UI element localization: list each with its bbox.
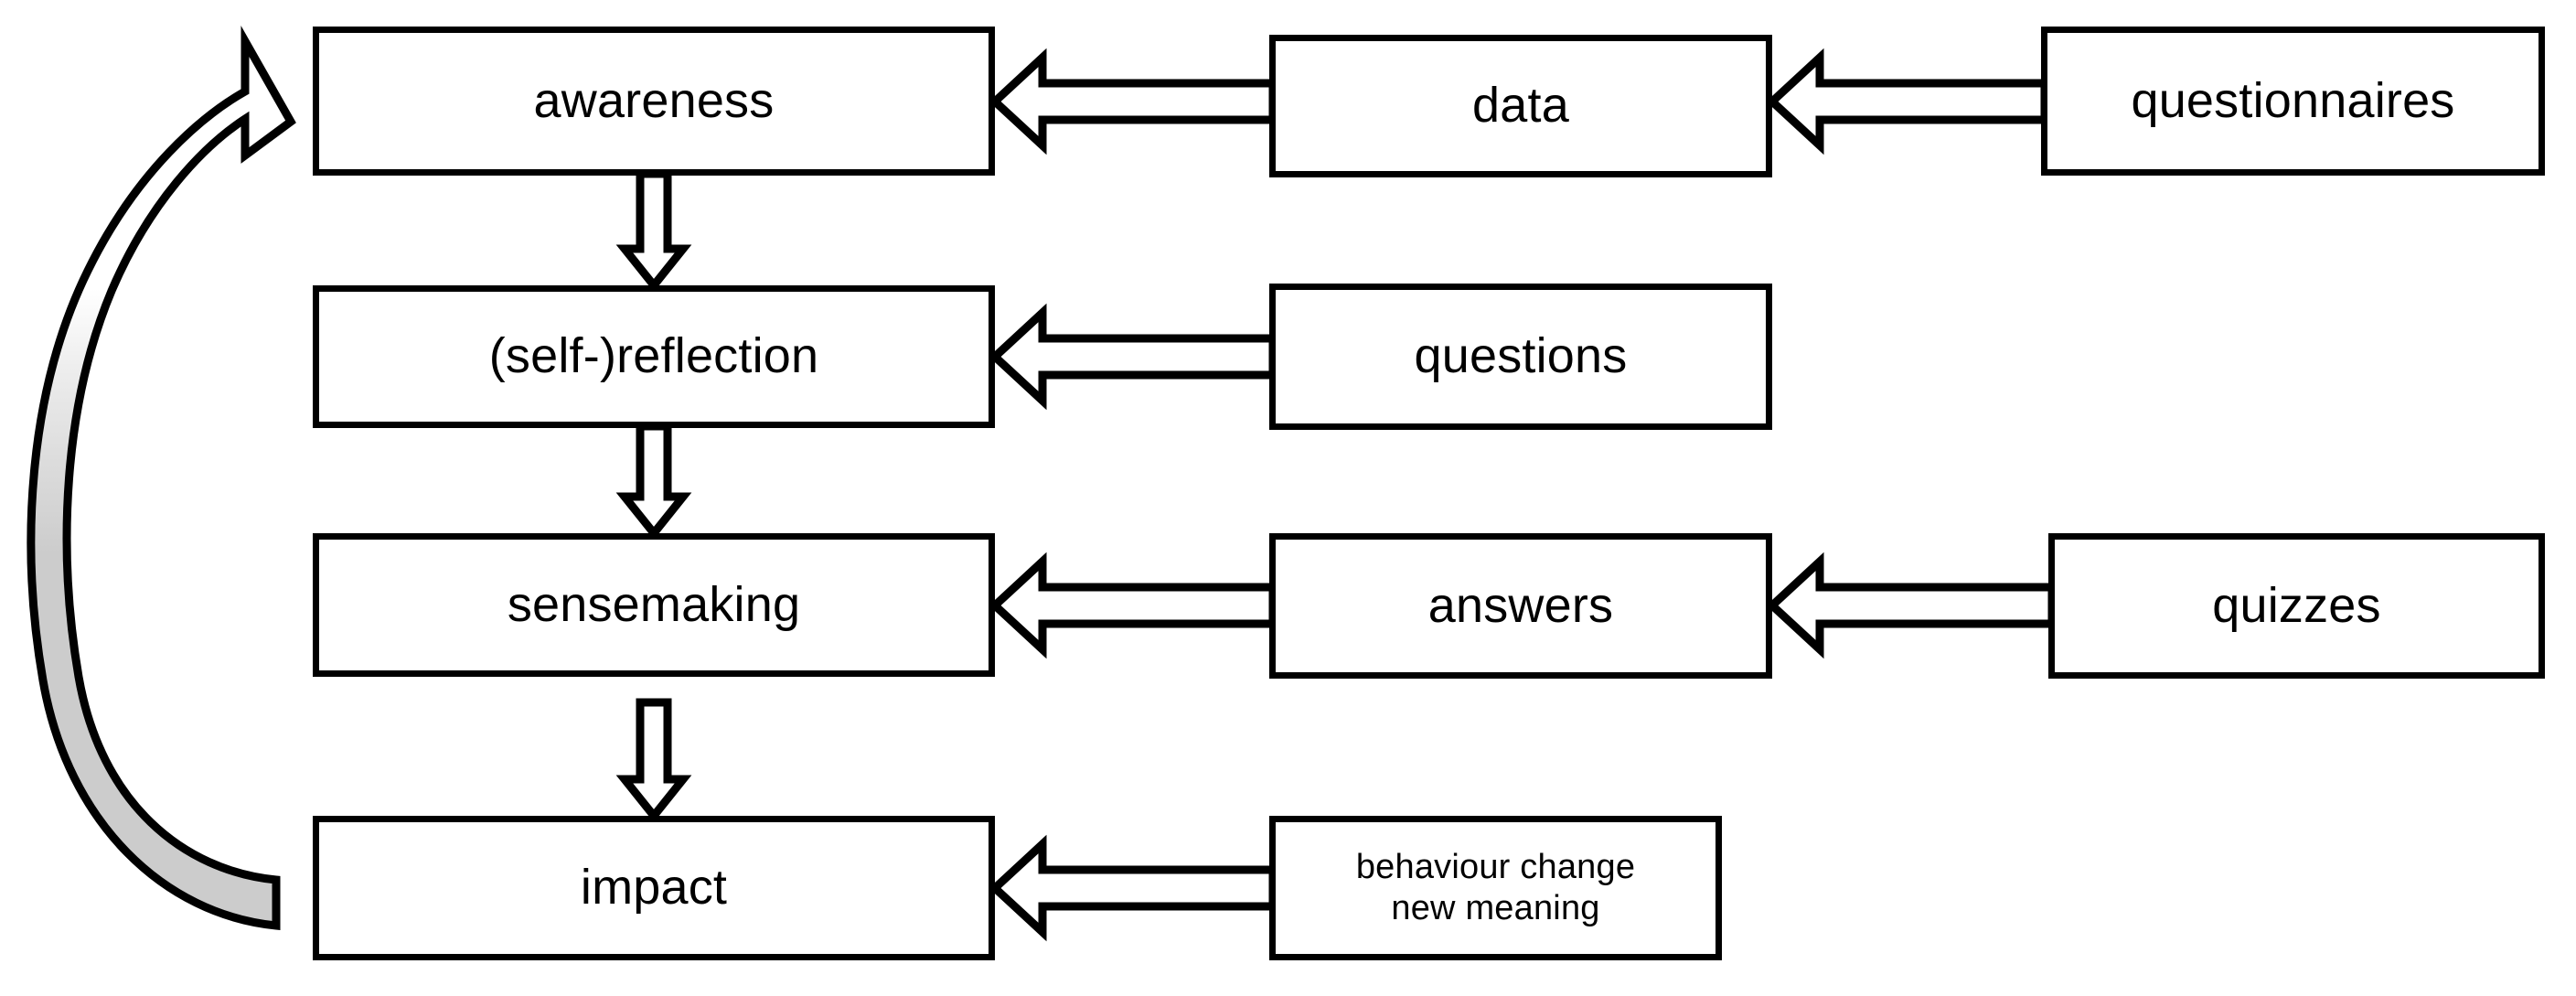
- arrow-reflection-to-sensemaking: [615, 422, 692, 541]
- node-data-label: data: [1472, 78, 1569, 134]
- node-questionnaires-label: questionnaires: [2131, 72, 2455, 128]
- node-answers[interactable]: answers: [1269, 533, 1772, 679]
- arrow-awareness-to-reflection: [615, 169, 692, 293]
- node-awareness-label: awareness: [533, 72, 775, 128]
- node-sensemaking-label: sensemaking: [507, 576, 801, 632]
- node-reflection[interactable]: (self-)reflection: [313, 285, 995, 428]
- node-questions[interactable]: questions: [1269, 284, 1772, 430]
- arrow-questionnaires-to-data: [1766, 48, 2049, 155]
- node-impact-label: impact: [580, 860, 728, 916]
- node-sensemaking[interactable]: sensemaking: [313, 533, 995, 677]
- node-awareness[interactable]: awareness: [313, 27, 995, 176]
- arrow-behaviour-to-impact: [989, 834, 1277, 942]
- node-data[interactable]: data: [1269, 35, 1772, 177]
- arrow-impact-to-awareness-feedback-loop: [27, 25, 296, 930]
- arrow-sensemaking-to-impact: [615, 698, 692, 823]
- node-behaviour-change[interactable]: behaviour change new meaning: [1269, 816, 1722, 960]
- node-answers-label: answers: [1427, 577, 1614, 633]
- arrow-data-to-awareness: [989, 48, 1277, 155]
- node-quizzes[interactable]: quizzes: [2048, 533, 2545, 679]
- arrow-answers-to-sensemaking: [989, 552, 1277, 659]
- arrow-quizzes-to-answers: [1766, 552, 2057, 659]
- node-impact[interactable]: impact: [313, 816, 995, 960]
- node-quizzes-label: quizzes: [2212, 577, 2381, 633]
- arrow-questions-to-reflection: [989, 303, 1277, 411]
- node-reflection-label: (self-)reflection: [488, 328, 819, 384]
- node-behaviour-change-label: behaviour change new meaning: [1355, 848, 1636, 927]
- node-questionnaires[interactable]: questionnaires: [2041, 27, 2545, 176]
- node-questions-label: questions: [1414, 328, 1628, 384]
